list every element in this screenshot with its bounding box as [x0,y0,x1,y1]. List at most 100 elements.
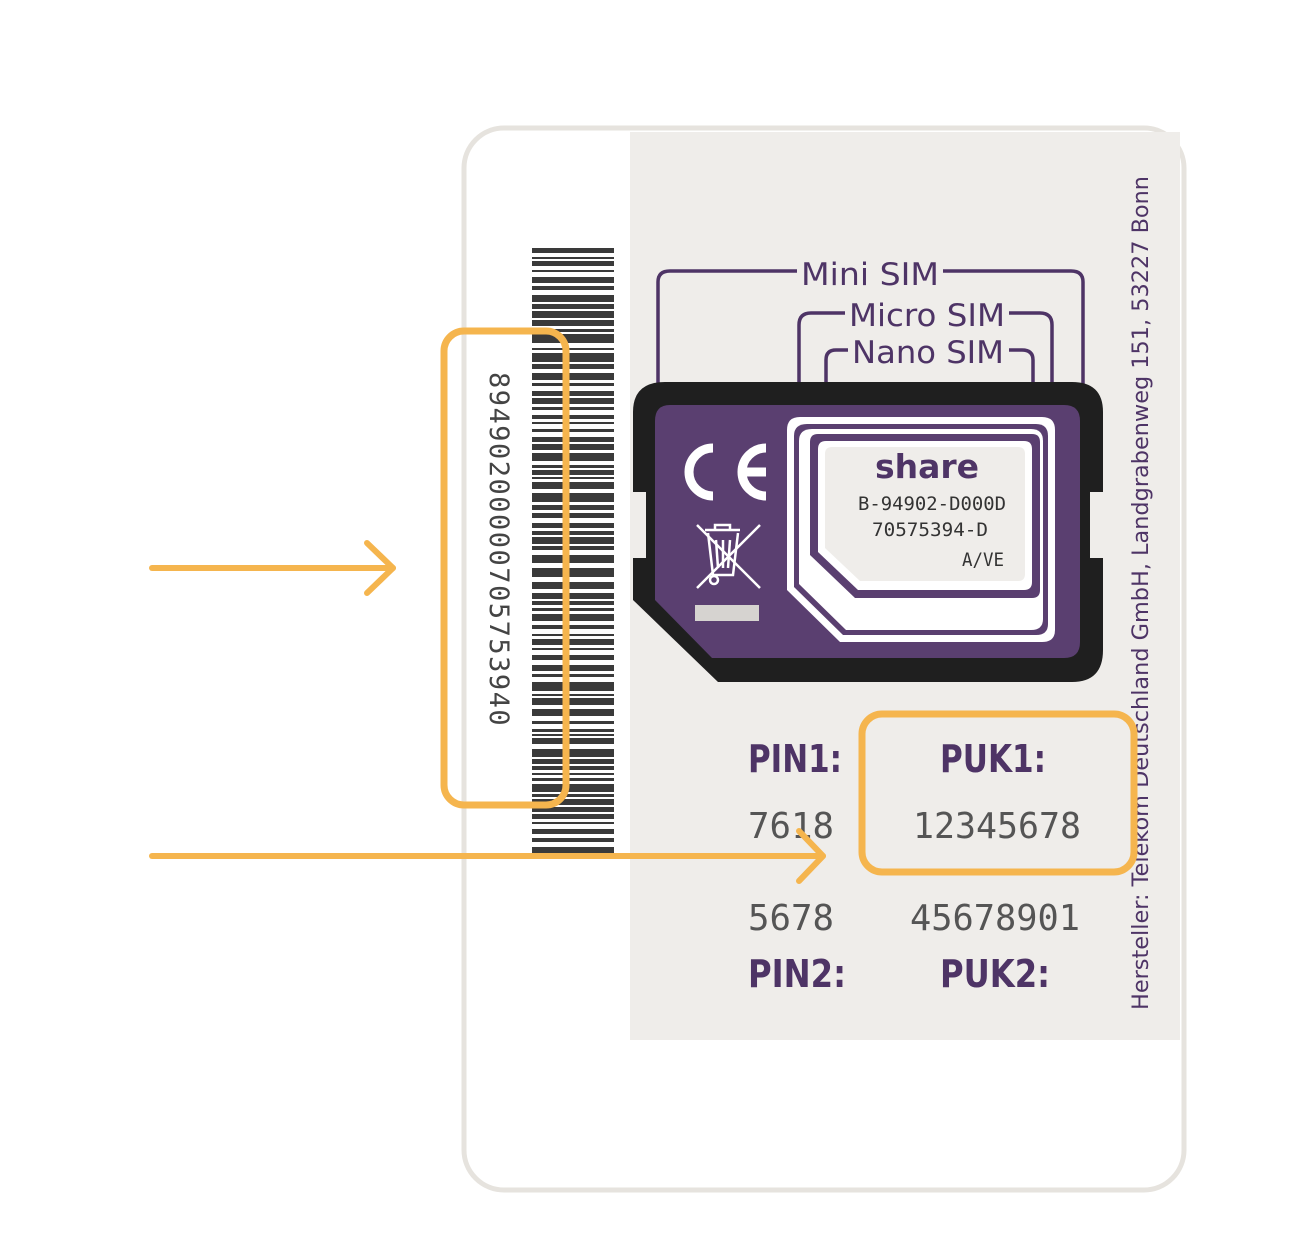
barcode-bar [532,505,614,510]
barcode-bar [532,537,614,544]
barcode-bar [532,838,614,842]
barcode-bar [532,320,614,326]
puk2-value: 45678901 [910,898,1080,939]
nano-sim-label: Nano SIM [852,335,1004,371]
chip-code-1: B-94902-D000D [858,493,1006,515]
chip-code-3: A/VE [962,549,1004,571]
barcode-bar [532,614,614,621]
pin2-label: PIN2: [748,952,846,996]
barcode-bar [532,601,614,605]
arrow-right-icon [149,540,396,596]
barcode-bar [532,304,614,309]
pin1-value: 7618 [748,806,834,847]
barcode-bar [532,698,614,705]
puk1-label: PUK1: [940,737,1046,781]
barcode-bar [532,784,614,792]
barcode-bar [532,453,614,461]
barcode-bar [532,665,614,671]
barcode-bar [532,295,614,302]
barcode-bar [532,465,614,468]
barcode-bar [532,415,614,419]
barcode-bar [532,398,614,404]
barcode-bar [532,749,614,757]
barcode-bar [532,721,614,724]
barcode-bar [532,807,614,812]
barcode-bar [532,634,614,636]
iccid-highlight [440,327,570,809]
barcode-bar [532,655,614,660]
barcode-bar [532,470,614,475]
barcode-bar [532,648,614,650]
barcode-bar [532,729,614,732]
pin2-value: 5678 [748,898,834,939]
barcode-bar [532,829,614,834]
barcode-bar [532,422,614,424]
barcode-bar [532,555,614,563]
barcode-bar [532,674,614,677]
barcode-bar [532,353,614,362]
barcode-bar [532,513,614,518]
barcode-bar [532,734,614,736]
barcode-bar [532,625,614,629]
sim-size-brackets [656,269,1085,385]
barcode-bar [532,444,614,450]
barcode-bar [532,261,614,266]
barcode-bar [532,429,614,432]
barcode-bar [532,477,614,479]
barcode-bar [532,608,614,611]
barcode-bar [532,847,614,854]
barcode-bar [532,286,614,290]
barcode-bar [532,348,614,350]
barcode-bar [532,277,614,283]
barcode-bar [532,694,614,696]
barcode-bar [532,794,614,797]
puk2-label: PUK2: [940,952,1050,996]
barcode-bar [532,682,614,691]
barcode-bar [532,814,614,819]
barcode-bar [532,364,614,369]
barcode-bar [532,593,614,599]
barcode-bar [532,437,614,442]
barcode-bar [532,531,614,535]
barcode-bar [532,766,614,770]
barcode-bar [532,799,614,805]
barcode-bar [532,759,614,764]
barcode-bar [532,568,614,577]
barcode-bar [532,822,614,824]
barcode-bar [532,407,614,410]
barcode-bar [532,523,614,528]
puk1-value: 12345678 [913,806,1081,847]
arrow-right-icon [149,828,826,884]
chip-face [825,447,1025,581]
barcode-bar [532,738,614,744]
crossed-out-wheelie-bin-icon [696,523,761,589]
puk1-highlight [858,710,1138,876]
ce-mark-icon [684,443,767,501]
barcode-bar [532,329,614,332]
barcode-bar [532,546,614,550]
manufacturer-text: Hersteller: Telekom Deutschland GmbH, La… [1129,176,1154,1010]
pin1-label: PIN1: [748,737,842,781]
barcode-bar [532,270,614,272]
barcode-bar [532,582,614,589]
barcode-bar [532,383,614,386]
barcode-bar [532,709,614,716]
mini-sim-label: Mini SIM [801,257,939,293]
chip-code-2: 70575394-D [872,519,988,541]
barcode-bar [532,311,614,318]
barcode-bar [532,248,614,253]
weee-underline-bar [695,605,759,621]
barcode-bar [532,334,614,343]
micro-sim-label: Micro SIM [849,298,1005,334]
barcode-bar [532,493,614,502]
barcode-bar [532,257,614,259]
iccid-number: 89490200000705753940 [483,372,514,727]
barcode-bar [532,639,614,645]
barcode-bar [532,778,614,781]
barcode-bar [532,391,614,396]
chip-brand: share [875,447,979,486]
iccid-barcode [532,248,614,854]
barcode-bar [532,373,614,380]
barcode-bar [532,773,614,775]
